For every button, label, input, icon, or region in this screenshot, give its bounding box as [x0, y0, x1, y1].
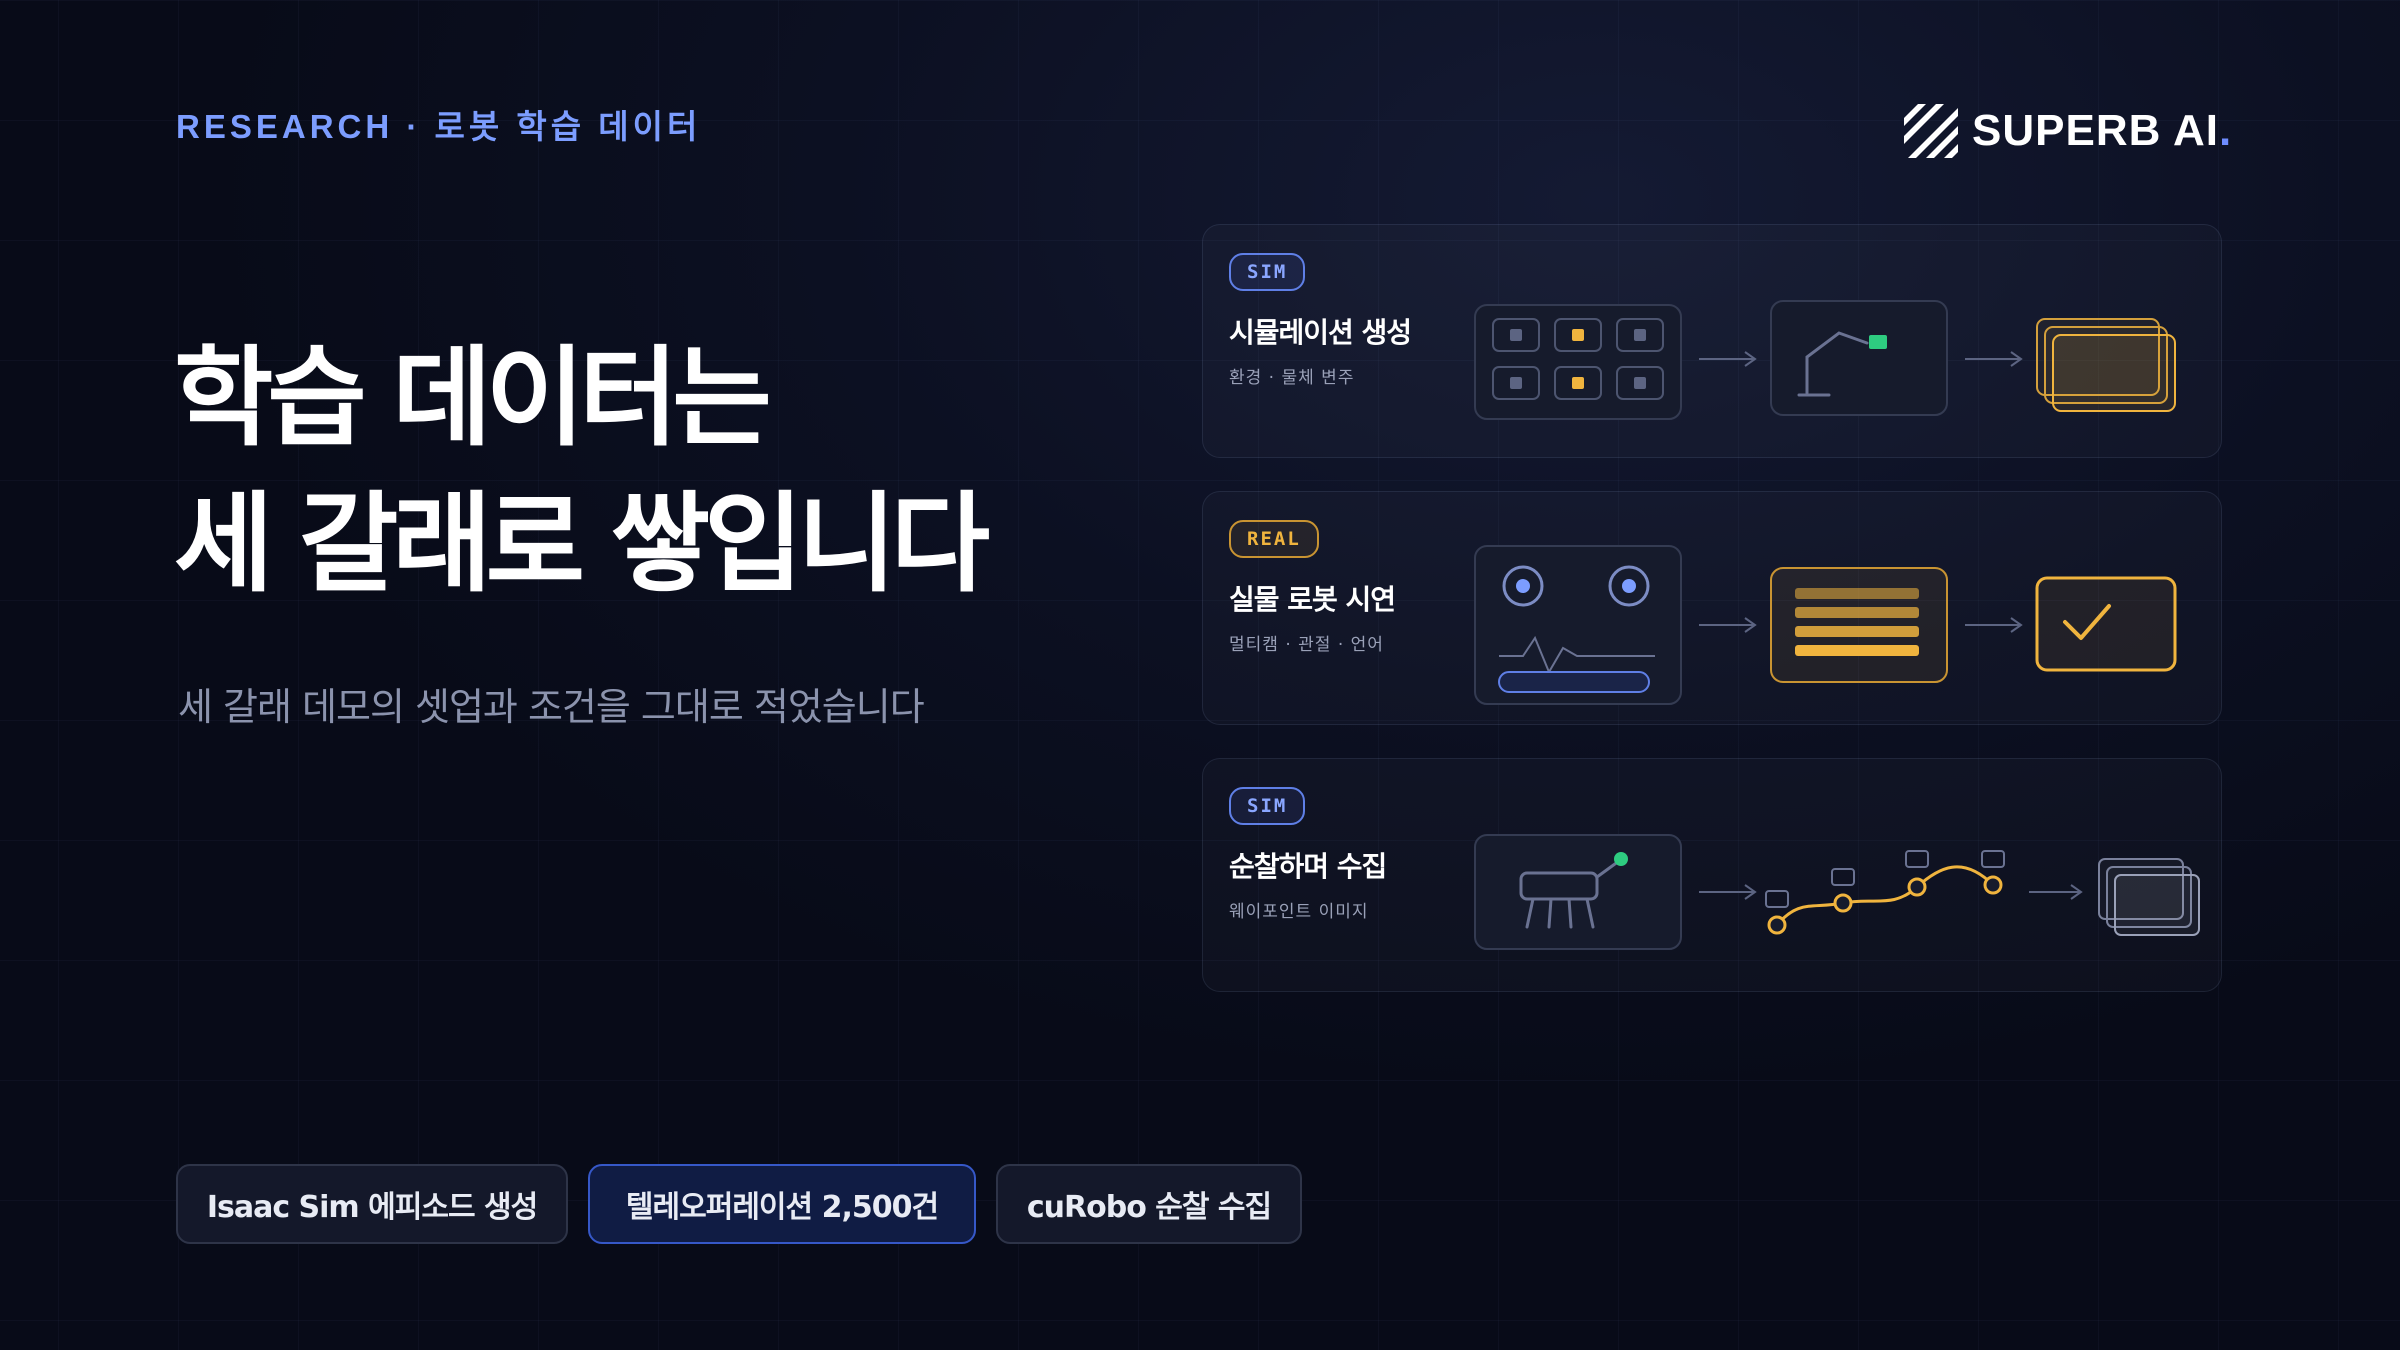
pill-curobo[interactable]: cuRobo 순찰 수집 — [996, 1164, 1302, 1244]
card-3-illustration — [1474, 834, 2200, 950]
card-subtitle: 웨이포인트 이미지 — [1229, 902, 1369, 922]
card-patrol-collection: SIM 순찰하며 수집 웨이포인트 이미지 — [1202, 758, 2222, 992]
card-badge-sim: SIM — [1229, 787, 1306, 825]
page-subtitle: 세 갈래 데모의 셋업과 조건을 그대로 적었습니다 — [178, 685, 925, 729]
card-title: 실물 로봇 시연 — [1229, 583, 1396, 616]
stacked-frames-icon — [2036, 318, 2176, 412]
checkmark-icon — [2035, 576, 2177, 672]
camera-feed-icon — [1474, 545, 1682, 705]
logo-dot: . — [2218, 106, 2233, 155]
grid-scene-icon — [1474, 304, 1682, 420]
card-subtitle: 환경 · 물체 변주 — [1229, 368, 1355, 388]
kicker-label: RESEARCH · 로봇 학습 데이터 — [176, 108, 702, 145]
quadruped-robot-icon — [1474, 834, 1682, 950]
card-title: 시뮬레이션 생성 — [1229, 316, 1412, 349]
logo-text: SUPERB AI — [1972, 106, 2219, 155]
arrow-right-icon — [1699, 351, 1757, 367]
arrow-right-icon — [1965, 351, 2023, 367]
joint-log-icon — [1770, 567, 1948, 683]
pill-teleoperation[interactable]: 텔레오퍼레이션 2,500건 — [588, 1164, 976, 1244]
card-badge-sim: SIM — [1229, 253, 1306, 291]
headline-line-1: 학습 데이터는 — [174, 336, 772, 461]
headline-line-2: 세 갈래로 쌓입니다 — [174, 482, 990, 607]
arrow-right-icon — [1965, 617, 2023, 633]
arrow-right-icon — [1699, 884, 1757, 900]
page-headline: 학습 데이터는 세 갈래로 쌓입니다 — [174, 326, 990, 618]
card-subtitle: 멀티캠 · 관절 · 언어 — [1229, 635, 1384, 655]
card-real-robot-demo: REAL 실물 로봇 시연 멀티캠 · 관절 · 언어 — [1202, 491, 2222, 725]
card-badge-real: REAL — [1229, 520, 1319, 558]
superb-ai-logo: SUPERB AI. — [1904, 104, 2232, 158]
arrow-right-icon — [2029, 884, 2083, 900]
arrow-right-icon — [1699, 617, 1757, 633]
card-1-illustration — [1474, 300, 2176, 420]
card-simulation-generation: SIM 시뮬레이션 생성 환경 · 물체 변주 — [1202, 224, 2222, 458]
waypoint-path-icon — [1765, 850, 2005, 935]
robot-arm-icon — [1770, 300, 1948, 416]
card-2-illustration — [1474, 545, 2177, 705]
pill-isaac-sim[interactable]: Isaac Sim 에피소드 생성 — [176, 1164, 568, 1244]
logo-mark-icon — [1904, 104, 1958, 158]
stacked-frames-icon — [2098, 858, 2200, 936]
card-title: 순찰하며 수집 — [1229, 850, 1387, 883]
